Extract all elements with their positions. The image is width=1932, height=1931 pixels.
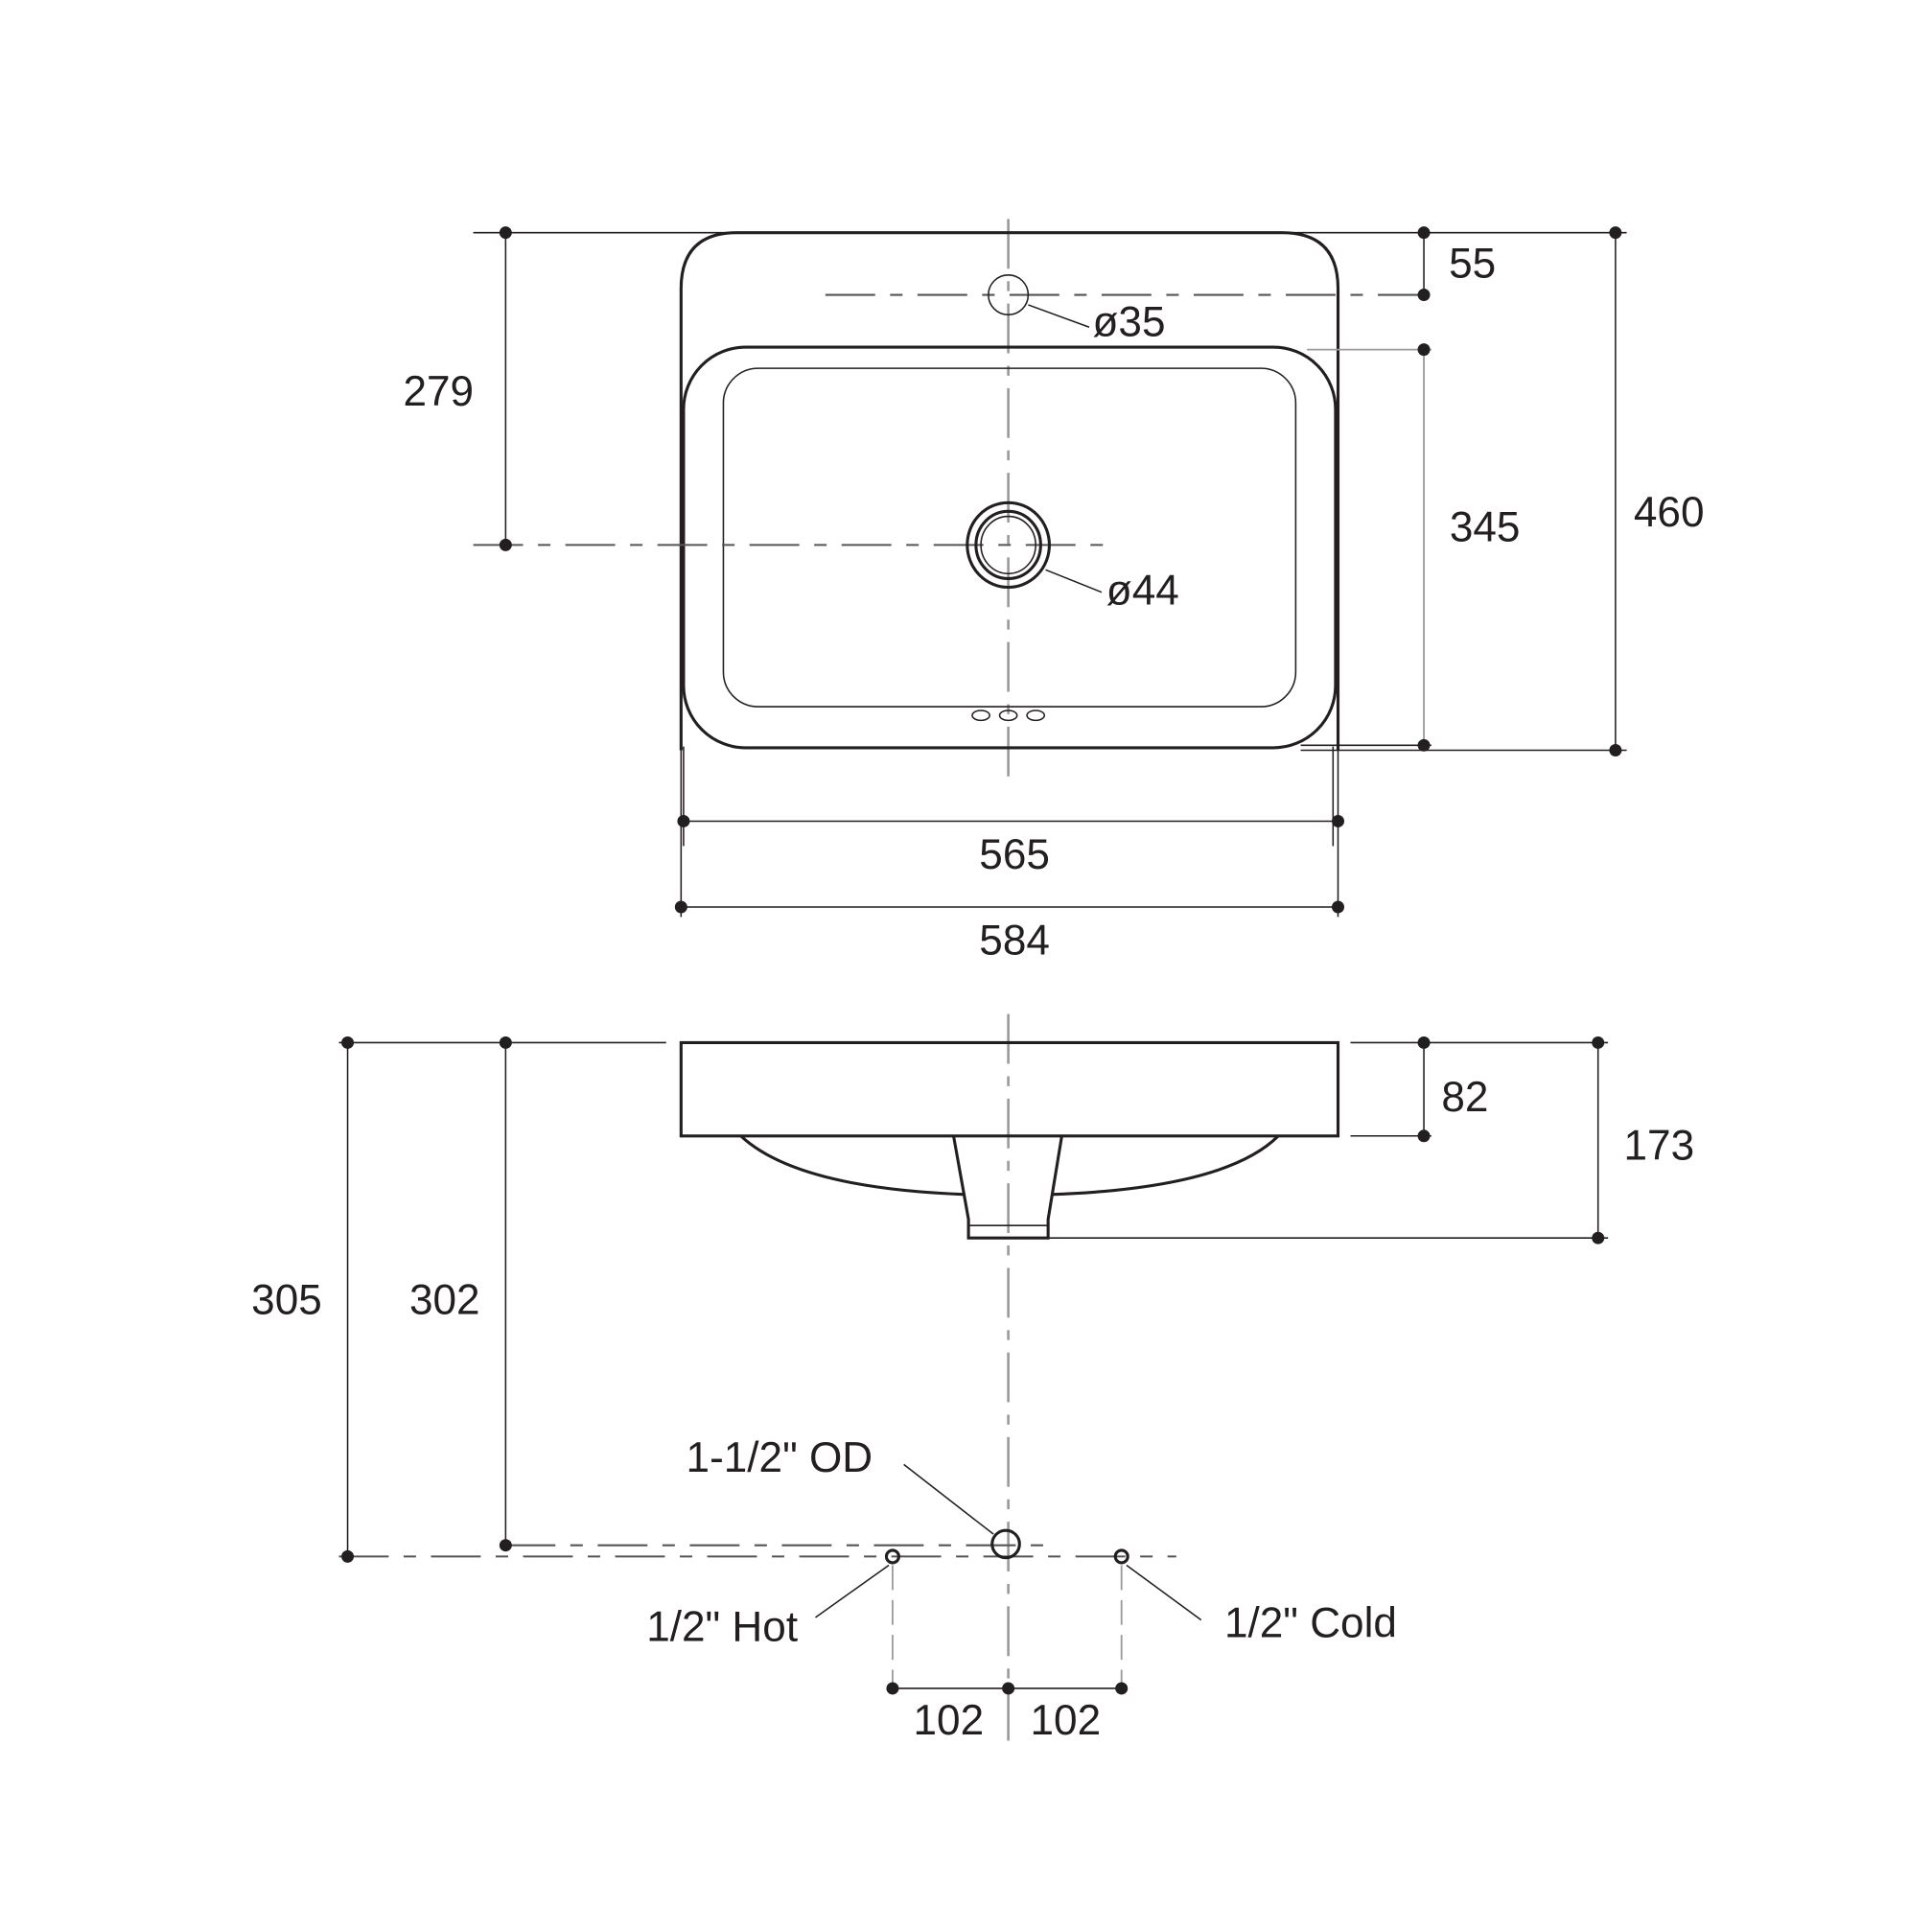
rim-profile	[679, 1040, 1340, 1138]
waste-label: 1-1/2" OD	[687, 1434, 873, 1481]
hot-label: 1/2" Hot	[646, 1604, 798, 1651]
side-view: 82 173 305 302 1-1/2" OD 1/2" Hot 1/2" C…	[251, 1013, 1695, 1744]
svg-text:460: 460	[1634, 489, 1705, 536]
svg-text:279: 279	[403, 368, 474, 415]
drain-hole-label: ø44	[1106, 568, 1179, 615]
drain-icon	[966, 500, 1052, 590]
svg-text:305: 305	[251, 1276, 322, 1323]
dim-279: 279	[403, 226, 512, 551]
hot-supply	[884, 1548, 900, 1565]
cold-label: 1/2" Cold	[1224, 1600, 1397, 1647]
dim-173: 173	[1592, 1035, 1695, 1245]
dim-305: 305	[251, 1035, 355, 1563]
bowl-outline	[682, 345, 1338, 750]
dim-584: 584	[674, 900, 1344, 964]
svg-text:55: 55	[1449, 240, 1496, 287]
bowl-inner-outline	[722, 367, 1297, 708]
dim-460: 460	[1609, 226, 1704, 756]
svg-text:82: 82	[1441, 1074, 1488, 1121]
svg-text:302: 302	[409, 1276, 480, 1323]
waste-outlet	[990, 1528, 1021, 1560]
dim-565: 565	[677, 814, 1344, 878]
svg-text:102: 102	[914, 1697, 985, 1744]
dim-82: 82	[1417, 1035, 1488, 1143]
dim-102-spacing: 102 102	[886, 1682, 1129, 1744]
trap-profile	[951, 1135, 1063, 1240]
overflow-holes	[971, 710, 1046, 722]
dim-302: 302	[409, 1035, 512, 1552]
dim-345: 345	[1417, 343, 1521, 752]
top-view: ø35 ø44 279 55 345	[403, 219, 1704, 964]
cold-supply	[1113, 1548, 1129, 1565]
tap-hole-label: ø35	[1092, 298, 1165, 345]
svg-text:102: 102	[1031, 1697, 1102, 1744]
svg-text:173: 173	[1624, 1122, 1695, 1169]
dim-55: 55	[1417, 226, 1496, 302]
tap-leader	[1028, 304, 1090, 329]
svg-text:584: 584	[979, 917, 1050, 964]
tap-hole	[988, 274, 1030, 316]
svg-text:565: 565	[979, 831, 1050, 878]
bowl-profile	[739, 1134, 1280, 1197]
svg-text:345: 345	[1450, 503, 1521, 550]
drain-leader	[1045, 569, 1103, 593]
